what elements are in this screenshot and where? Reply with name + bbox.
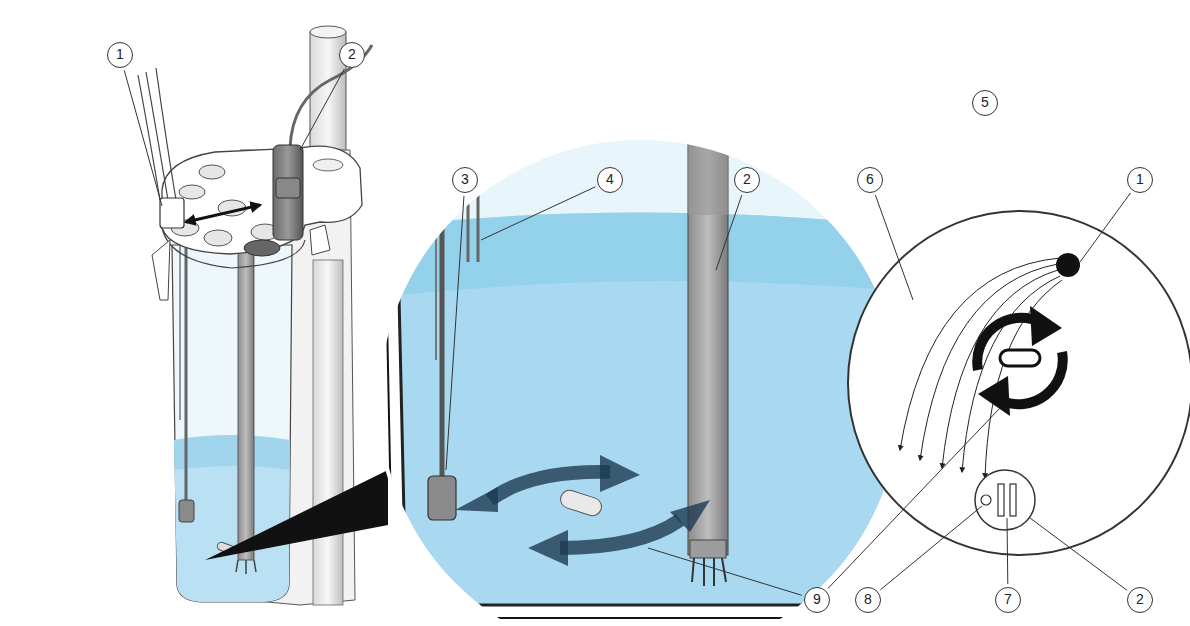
leader-line	[1030, 518, 1127, 590]
callout-number: 3	[452, 167, 478, 193]
leader-line	[481, 187, 595, 240]
callout-number: 6	[857, 167, 883, 193]
leader-line	[716, 195, 742, 270]
leader-line	[828, 408, 1000, 588]
callout-number: 8	[855, 587, 881, 613]
callout-number: 9	[804, 587, 830, 613]
callout-number: 5	[972, 90, 998, 116]
callout-number: 1	[1127, 167, 1153, 193]
callout-number: 7	[995, 587, 1021, 613]
leader-line	[648, 548, 802, 595]
callout-number: 2	[734, 167, 760, 193]
leader-line	[124, 70, 162, 206]
callout-number: 4	[597, 167, 623, 193]
leader-line	[875, 195, 913, 300]
leader-line	[1007, 518, 1009, 584]
leader-line	[300, 69, 344, 150]
callout-number: 2	[339, 42, 365, 68]
callout-number: 2	[1127, 587, 1153, 613]
leader-line	[1080, 193, 1131, 262]
leader-line	[446, 196, 464, 470]
callout-number: 1	[107, 42, 133, 68]
leader-line	[880, 506, 982, 590]
